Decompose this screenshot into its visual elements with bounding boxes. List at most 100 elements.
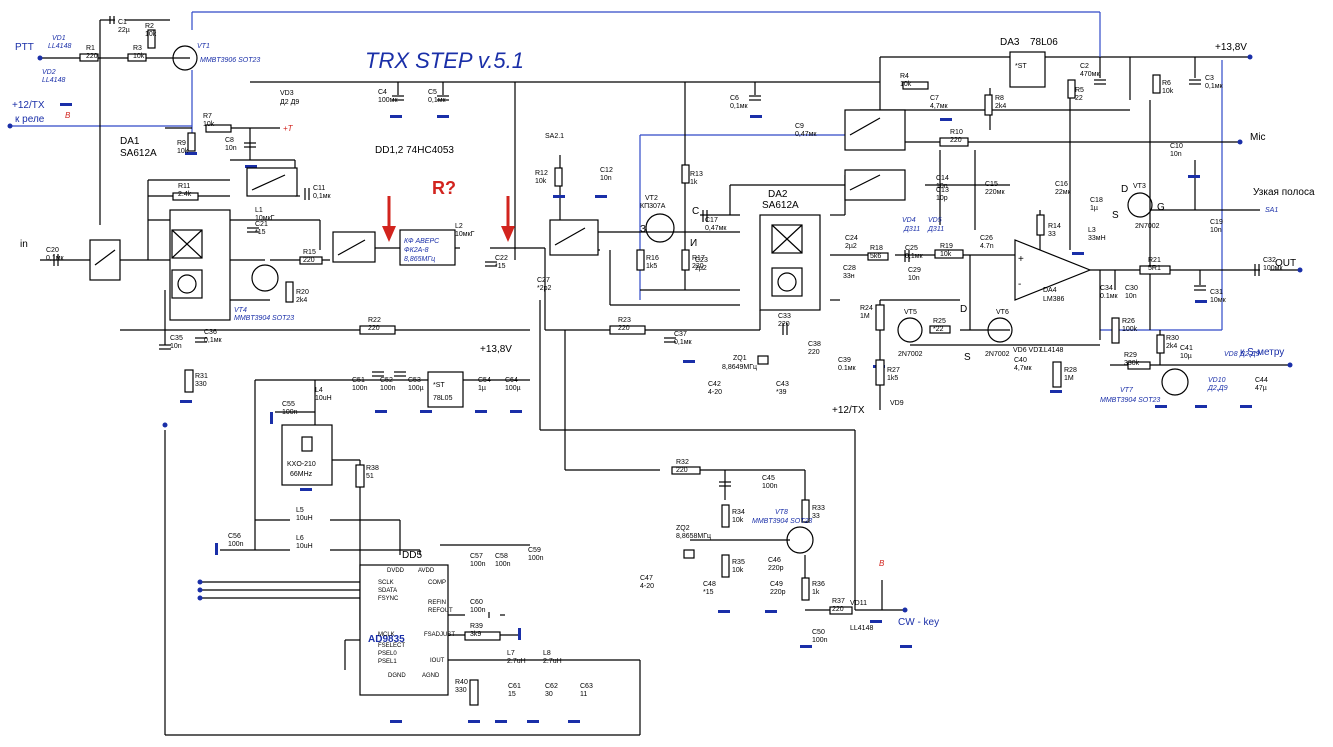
r28-ref: R28 <box>1064 367 1077 374</box>
filter-line1: КФ АВЕРС <box>404 238 440 245</box>
vt8-part: MMBT3904 SOT23 <box>752 518 812 525</box>
r11-ref: R11 <box>178 183 190 190</box>
c58-value: 100n <box>495 561 511 568</box>
r13-value: 1k <box>690 179 698 186</box>
c29-ref: C29 <box>908 267 921 274</box>
c13-value: 10p <box>936 195 948 202</box>
c36-value: 0,1мк <box>204 337 223 344</box>
vd4-ref: VD4 <box>902 217 916 224</box>
r16-value: 1k5 <box>646 263 657 270</box>
c8-ref: C8 <box>225 137 234 144</box>
c8-value: 10n <box>225 145 237 152</box>
c52-value: 100n <box>380 385 396 392</box>
cw-key-label: CW - key <box>898 617 939 628</box>
component-labels: R1220R210kR310kR410kR522R610kR710kR82k4R… <box>46 19 1283 698</box>
out-label: OUT <box>1275 258 1296 269</box>
da1-block: DA1 SA612A <box>120 136 231 321</box>
resistor-symbols <box>79 29 1171 706</box>
c44-value: 47µ <box>1255 385 1267 392</box>
c29-value: 10n <box>908 275 920 282</box>
osc-freq: 66MHz <box>290 471 313 478</box>
fet-c-label: С <box>692 206 699 217</box>
c2-ref: C2 <box>1080 63 1089 70</box>
c3-value: 0,1мк <box>1205 83 1224 90</box>
c44-ref: C44 <box>1255 377 1268 384</box>
r15-value: 220 <box>303 257 315 264</box>
l5-value: 10uH <box>296 515 313 522</box>
l1-value: 10мкГ <box>255 215 275 222</box>
pin-sclk: SCLK <box>378 580 394 586</box>
l4-value: 10uH <box>315 395 332 402</box>
vt3-symbol <box>1127 192 1153 218</box>
c39-ref: C39 <box>838 357 851 364</box>
relay-text: к реле <box>15 114 45 125</box>
r4-ref: R4 <box>900 73 909 80</box>
l6-ref: L6 <box>296 535 304 542</box>
narrow-band-label: Узкая полоса <box>1253 187 1315 198</box>
r36-ref: R36 <box>812 581 825 588</box>
r26-ref: R26 <box>1122 318 1135 325</box>
vd5-ref: VD5 <box>928 217 942 224</box>
plus-t-label: +T <box>283 124 294 133</box>
r10-value: 220 <box>950 137 962 144</box>
c34-ref: C34 <box>1100 285 1113 292</box>
c33-ref: C33 <box>778 313 791 320</box>
r7-ref: R7 <box>203 113 212 120</box>
c49-value: 220p <box>770 589 786 596</box>
zq2-label: ZQ2 <box>676 525 690 532</box>
r1-value: 220 <box>86 53 98 60</box>
r29-value: 330k <box>1124 360 1140 367</box>
c5-ref: C5 <box>428 89 437 96</box>
b-label-2: B <box>879 559 885 568</box>
vt6-symbol <box>987 317 1013 343</box>
vt1-part: MMBT3906 SOT23 <box>200 57 260 64</box>
r8-value: 2k4 <box>995 103 1006 110</box>
r14-ref: R14 <box>1048 223 1061 230</box>
wiring <box>10 11 1300 736</box>
r4-value: 10k <box>900 81 912 88</box>
c22-value: *15 <box>495 263 506 270</box>
pin-mclk: MCLK <box>378 632 395 638</box>
l4-ref: L4 <box>315 387 323 394</box>
vt3-part: 2N7002 <box>1135 223 1160 230</box>
c27-value: *2p2 <box>537 285 552 292</box>
r39-value: 3k9 <box>470 631 481 638</box>
c4-ref: C4 <box>378 89 387 96</box>
da4-amp: + - DA4 LM386 <box>1014 239 1092 303</box>
terminal-dots <box>7 54 1303 613</box>
c37-value: 0,1мк <box>674 339 693 346</box>
r22-ref: R22 <box>368 317 381 324</box>
sa1-label: SA1 <box>1265 207 1278 214</box>
c59-ref: C59 <box>528 547 541 554</box>
vt2-part: КП307А <box>640 203 666 210</box>
pin-comp: COMP <box>428 580 446 586</box>
c46-ref: C46 <box>768 557 781 564</box>
c20-ref: C20 <box>46 247 59 254</box>
r30-ref: R30 <box>1166 335 1179 342</box>
c64-ref: C64 <box>505 377 518 384</box>
c16-ref: C16 <box>1055 181 1068 188</box>
vt5-label: VT5 <box>904 309 917 316</box>
c36-ref: C36 <box>204 329 217 336</box>
c38-ref: C38 <box>808 341 821 348</box>
vd5-val: Д311 <box>927 226 944 233</box>
pin-fsadjust: FSADJUST <box>424 632 455 638</box>
in-label: in <box>20 239 28 250</box>
c24-ref: C24 <box>845 235 858 242</box>
sa21-label: SA2.1 <box>545 133 564 140</box>
c46-value: 220p <box>768 565 784 572</box>
c22-ref: C22 <box>495 255 508 262</box>
vd67-ref: VD6 VD7 <box>1013 347 1042 354</box>
c43-value: *39 <box>776 389 787 396</box>
l7-value: 2.7uH <box>507 658 526 665</box>
c54-value: 1µ <box>478 385 486 392</box>
vd3-ref: VD3 <box>280 90 294 97</box>
pin-iout: IOUT <box>430 658 445 664</box>
c7-value: 4,7мк <box>930 103 949 110</box>
r19-value: 10k <box>940 251 952 258</box>
vt4-symbol <box>251 264 279 292</box>
c3-ref: C3 <box>1205 75 1214 82</box>
r22-value: 220 <box>368 325 380 332</box>
c4-value: 100мк <box>378 97 398 104</box>
